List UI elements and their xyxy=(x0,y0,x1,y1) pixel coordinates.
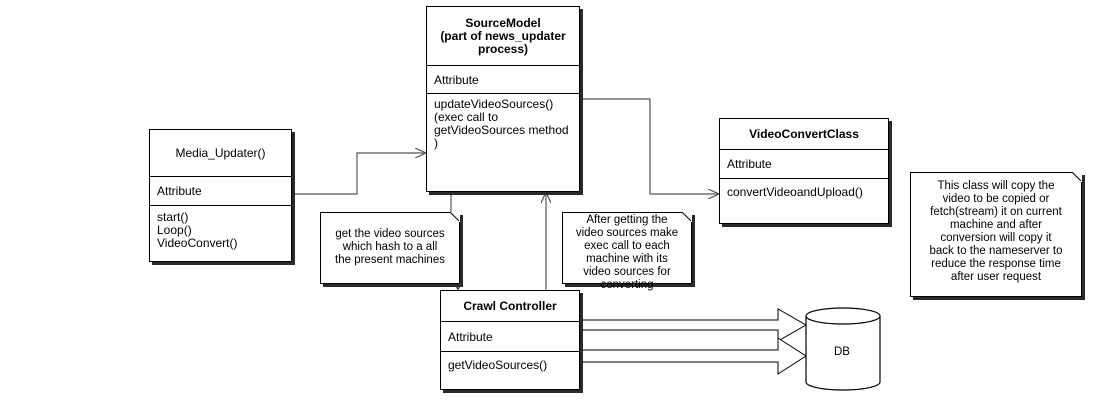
video-convert-title-text: VideoConvertClass xyxy=(749,127,859,141)
source-model-attribute-label: Attribute xyxy=(434,72,479,87)
convert-note-line: This class will copy the xyxy=(937,180,1055,192)
convert-note-line: after user request xyxy=(950,271,1042,283)
crawl-controller-methods: getVideoSources() xyxy=(441,351,579,374)
source-model-methods: updateVideoSources() (exec call to getVi… xyxy=(427,93,579,152)
media-updater-method-line: Loop() xyxy=(157,223,192,237)
source-model-attribute: Attribute xyxy=(427,65,579,93)
media-updater-attribute: Attribute xyxy=(150,176,291,205)
note-fold-icon xyxy=(682,212,692,222)
crawl-controller-method-line: getVideoSources() xyxy=(448,358,548,372)
crawl-controller-title: Crawl Controller xyxy=(441,291,579,321)
convert-note-line: reduce the response time xyxy=(931,258,1061,270)
source-model-method-line: (exec call to xyxy=(434,110,499,124)
hash-note-line: the present machines xyxy=(335,254,445,266)
media-updater-class[interactable]: Media_Updater() Attribute start() Loop()… xyxy=(149,129,292,262)
source-model-method-line: getVideoSources method xyxy=(434,123,569,137)
exec-note-line: converting xyxy=(600,279,654,291)
hash-note-line: which hash to a all xyxy=(342,241,438,253)
crawl-controller-attribute: Attribute xyxy=(441,321,579,351)
note-fold-icon xyxy=(450,212,460,222)
source-model-title: SourceModel (part of news_updater proces… xyxy=(427,7,579,65)
exec-call-note: After getting the video sources make exe… xyxy=(562,212,692,291)
crawl-to-db-arrow-bottom xyxy=(579,337,807,375)
database-label: DB xyxy=(834,346,850,358)
media-updater-title: Media_Updater() xyxy=(150,130,291,176)
video-convert-method-line: convertVideoandUpload() xyxy=(727,185,863,199)
hash-note-line: get the video sources xyxy=(335,228,445,240)
convert-note-line: machine and after xyxy=(949,219,1043,231)
crawl-controller-attribute-label: Attribute xyxy=(448,329,493,344)
exec-note-line: machine with its xyxy=(586,253,668,265)
video-convert-title: VideoConvertClass xyxy=(720,119,888,149)
exec-note-line: video sources for xyxy=(583,266,671,278)
exec-note-line: video sources make xyxy=(575,227,679,239)
media-updater-method-line: VideoConvert() xyxy=(157,236,238,250)
convert-description-note: This class will copy the video to be cop… xyxy=(910,172,1082,297)
media-to-source-connector xyxy=(292,153,426,195)
exec-note-line: After getting the xyxy=(586,214,668,226)
convert-note-line: conversion will copy it xyxy=(940,232,1052,244)
exec-note-line: exec call to each xyxy=(584,240,670,252)
source-model-title-line: (part of news_updater xyxy=(440,28,566,43)
crawl-to-db-arrow-top xyxy=(579,308,808,342)
source-model-class[interactable]: SourceModel (part of news_updater proces… xyxy=(426,6,580,192)
convert-note-line: video to be copied or xyxy=(942,193,1050,205)
video-convert-attribute: Attribute xyxy=(720,149,888,178)
source-model-title-line: SourceModel xyxy=(465,15,541,30)
media-updater-attribute-label: Attribute xyxy=(157,184,202,198)
media-updater-methods: start() Loop() VideoConvert() xyxy=(150,205,291,252)
crawl-controller-class[interactable]: Crawl Controller Attribute getVideoSourc… xyxy=(440,290,580,390)
hash-sources-note: get the video sources which hash to a al… xyxy=(320,212,460,284)
media-updater-title-text: Media_Updater() xyxy=(175,146,266,160)
convert-note-line: fetch(stream) it on current xyxy=(930,206,1062,218)
video-convert-attribute-label: Attribute xyxy=(727,157,772,171)
video-convert-class[interactable]: VideoConvertClass Attribute convertVideo… xyxy=(719,118,889,224)
source-model-method-line: updateVideoSources() xyxy=(434,97,554,111)
source-to-videoconvert-connector xyxy=(580,98,719,194)
note-fold-icon xyxy=(1072,172,1082,182)
video-convert-methods: convertVideoandUpload() xyxy=(720,178,888,201)
source-model-title-line: process) xyxy=(477,41,529,56)
crawl-controller-title-text: Crawl Controller xyxy=(463,299,557,313)
convert-note-line: back to the nameserver to xyxy=(929,245,1063,257)
source-model-method-line: ) xyxy=(434,136,438,150)
database-cylinder xyxy=(805,307,881,391)
media-updater-method-line: start() xyxy=(157,210,189,224)
